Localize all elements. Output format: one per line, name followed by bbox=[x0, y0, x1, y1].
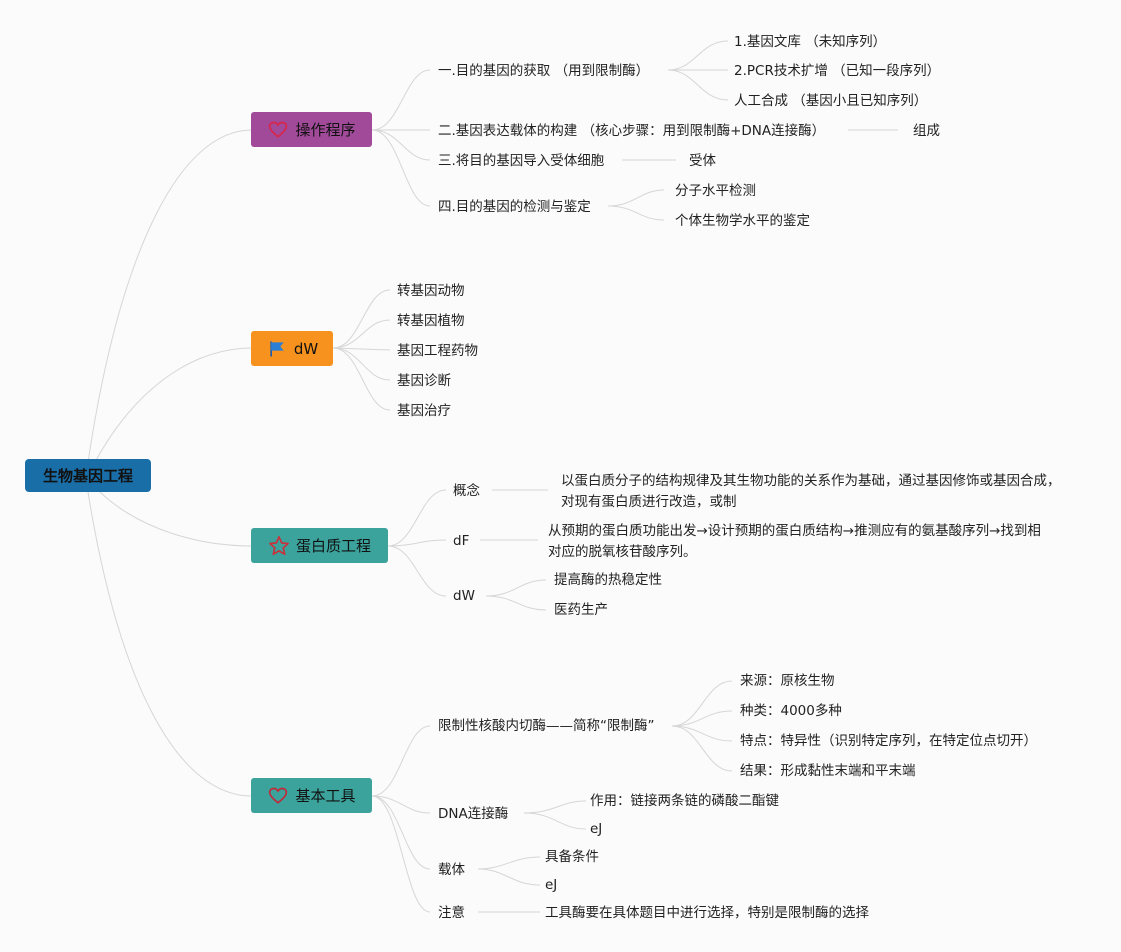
root-node[interactable]: 生物基因工程 bbox=[25, 459, 151, 492]
connector-protein-concept bbox=[387, 489, 447, 547]
step1-item-3[interactable]: 人工合成 （基因小且已知序列） bbox=[734, 93, 928, 109]
branch-tools-label: 基本工具 bbox=[295, 787, 356, 805]
connector-tools-ligase bbox=[371, 795, 431, 814]
connector-dw-3 bbox=[332, 347, 391, 351]
connector-procedure-3 bbox=[371, 129, 431, 161]
vector-item-2[interactable]: eJ bbox=[545, 877, 558, 893]
procedure-step-3[interactable]: 三.将目的基因导入受体细胞 bbox=[438, 153, 605, 169]
connector-step4-b bbox=[607, 205, 665, 221]
protein-df-text[interactable]: 从预期的蛋白质功能出发→设计预期的蛋白质结构→推测应有的氨基酸序列→找到相对应的… bbox=[548, 523, 1041, 560]
protein-dw-item-1[interactable]: 提高酶的热稳定性 bbox=[554, 572, 662, 588]
step1-item-2[interactable]: 2.PCR技术扩增 （已知一段序列） bbox=[734, 63, 941, 79]
ligase-item-2[interactable]: eJ bbox=[590, 821, 603, 837]
protein-concept-text[interactable]: 以蛋白质分子的结构规律及其生物功能的关系作为基础，通过基因修饰或基因合成，对现有… bbox=[561, 473, 1061, 510]
ligase-item-1[interactable]: 作用：链接两条链的磷酸二酯键 bbox=[590, 793, 779, 809]
connector-ligase-a bbox=[523, 800, 587, 814]
connector-step1-a bbox=[667, 40, 729, 71]
step4-item-2[interactable]: 个体生物学水平的鉴定 bbox=[675, 213, 810, 229]
connector-dw-5 bbox=[332, 347, 391, 411]
connector-enzyme-a bbox=[671, 680, 733, 727]
heart-icon bbox=[267, 119, 289, 141]
connector-vector-b bbox=[477, 868, 541, 886]
connector-root-procedure bbox=[87, 129, 253, 463]
connector-protein-dw bbox=[387, 545, 447, 597]
heart-icon bbox=[267, 785, 289, 807]
connector-root-protein bbox=[99, 491, 253, 547]
dw-item-5[interactable]: 基因治疗 bbox=[397, 403, 451, 419]
tools-note[interactable]: 注意 bbox=[438, 905, 465, 921]
branch-tools[interactable]: 基本工具 bbox=[251, 778, 372, 813]
connector-ligase-b bbox=[523, 812, 587, 830]
connector-dw-2 bbox=[332, 319, 391, 349]
connector-root-dw bbox=[94, 347, 253, 463]
connector-tools-enzyme bbox=[371, 725, 431, 797]
protein-df[interactable]: dF bbox=[453, 533, 470, 549]
star-icon bbox=[268, 535, 290, 557]
tools-enzyme[interactable]: 限制性核酸内切酶——简称“限制酶” bbox=[438, 718, 655, 734]
dw-item-4[interactable]: 基因诊断 bbox=[397, 373, 451, 389]
protein-dw[interactable]: dW bbox=[453, 588, 475, 604]
branch-procedure-label: 操作程序 bbox=[295, 121, 356, 139]
connector-procedure-4 bbox=[371, 129, 431, 207]
connector-root-tools bbox=[87, 491, 253, 797]
connector-enzyme-b bbox=[671, 710, 733, 727]
connector-pdw-b bbox=[485, 595, 547, 611]
protein-concept[interactable]: 概念 bbox=[453, 483, 480, 499]
branch-dw[interactable]: dW bbox=[251, 331, 333, 366]
tools-ligase[interactable]: DNA连接酶 bbox=[438, 806, 509, 822]
enzyme-item-3[interactable]: 特点：特异性（识别特定序列，在特定位点切开） bbox=[740, 733, 1037, 749]
dw-item-2[interactable]: 转基因植物 bbox=[397, 313, 465, 329]
connector-procedure-1 bbox=[371, 69, 431, 131]
connector-step1-c bbox=[667, 69, 729, 101]
connector-dw-1 bbox=[332, 289, 391, 349]
connector-enzyme-d bbox=[671, 725, 733, 772]
enzyme-item-4[interactable]: 结果：形成黏性末端和平末端 bbox=[740, 763, 916, 779]
vector-item-1[interactable]: 具备条件 bbox=[545, 849, 599, 865]
connector-tools-note bbox=[371, 795, 431, 913]
step3-item-1[interactable]: 受体 bbox=[689, 153, 716, 169]
root-label: 生物基因工程 bbox=[42, 467, 133, 485]
dw-item-1[interactable]: 转基因动物 bbox=[397, 283, 465, 299]
enzyme-item-2[interactable]: 种类：4000多种 bbox=[740, 703, 842, 719]
branch-protein-label: 蛋白质工程 bbox=[295, 537, 371, 555]
branch-protein[interactable]: 蛋白质工程 bbox=[251, 528, 388, 563]
enzyme-item-1[interactable]: 来源：原核生物 bbox=[740, 673, 835, 689]
flag-icon bbox=[266, 338, 288, 360]
connector-enzyme-c bbox=[671, 725, 733, 742]
dw-item-3[interactable]: 基因工程药物 bbox=[397, 343, 478, 359]
connector-protein-df bbox=[387, 539, 447, 547]
procedure-step-2[interactable]: 二.基因表达载体的构建 （核心步骤：用到限制酶+DNA连接酶） bbox=[438, 123, 826, 139]
procedure-step-1[interactable]: 一.目的基因的获取 （用到限制酶） bbox=[438, 63, 650, 79]
connector-vector-a bbox=[477, 856, 541, 870]
protein-dw-item-2[interactable]: 医药生产 bbox=[554, 602, 608, 618]
connector-step4-a bbox=[607, 189, 665, 207]
tools-vector[interactable]: 载体 bbox=[438, 862, 465, 878]
connector-pdw-a bbox=[485, 579, 547, 597]
branch-procedure[interactable]: 操作程序 bbox=[251, 112, 372, 147]
connector-tools-vector bbox=[371, 795, 431, 870]
step4-item-1[interactable]: 分子水平检测 bbox=[675, 183, 756, 199]
note-text[interactable]: 工具酶要在具体题目中进行选择，特别是限制酶的选择 bbox=[545, 905, 869, 921]
step2-item-1[interactable]: 组成 bbox=[913, 123, 940, 139]
connector-dw-4 bbox=[332, 347, 391, 381]
procedure-step-4[interactable]: 四.目的基因的检测与鉴定 bbox=[438, 199, 591, 215]
step1-item-1[interactable]: 1.基因文库 （未知序列） bbox=[734, 34, 887, 50]
branch-dw-label: dW bbox=[293, 339, 319, 358]
